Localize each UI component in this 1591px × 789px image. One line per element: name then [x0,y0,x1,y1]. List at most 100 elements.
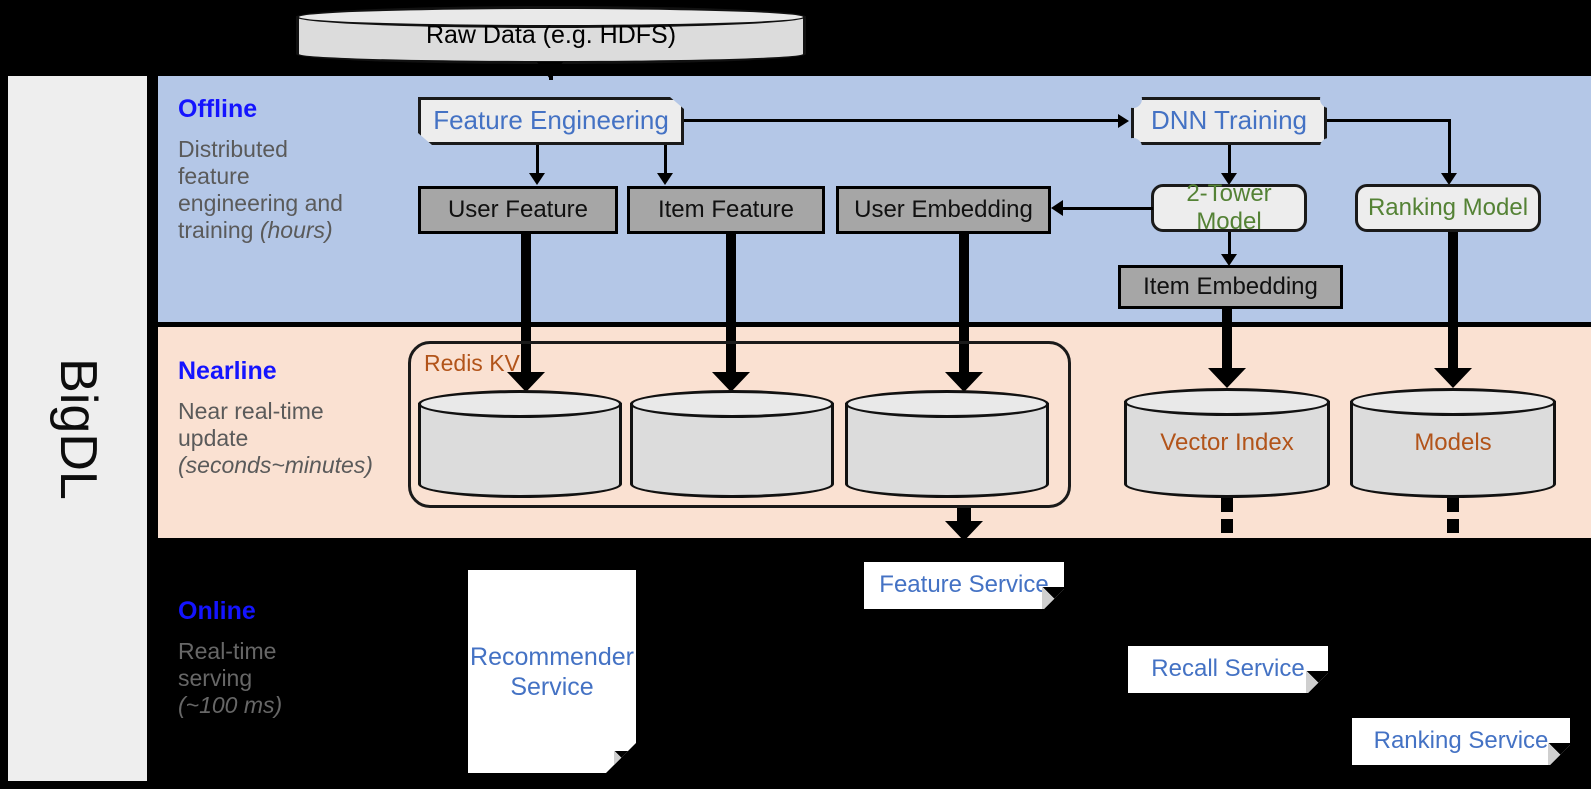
node-ranking-model[interactable]: Ranking Model [1355,184,1541,232]
stub-vector-index-2 [1221,519,1233,533]
arrowhead-fe-to-item-feature [657,173,673,185]
edge-dnn-to-two-tower [1228,145,1231,177]
arrowhead-dnn-to-two-tower [1221,173,1237,185]
offline-sub-l1: Distributed [178,135,288,162]
node-feature-engineering[interactable]: Feature Engineering [418,97,684,145]
vector-index-cylinder[interactable]: Vector Index [1124,388,1330,498]
node-label: DNN Training [1150,105,1308,136]
node-user-embedding[interactable]: User Embedding [836,186,1051,234]
note-label: Ranking Service [1373,727,1549,755]
note-recall-service[interactable]: Recall Service [1128,646,1328,693]
arrowhead-item-embedding-to-vector-index [1208,368,1246,388]
caption-online: Online Real-time serving (~100 ms) [178,597,282,719]
cylinder-top [630,390,834,418]
pipe-user-feature-to-kv [521,234,531,386]
stub-models-2 [1447,519,1459,533]
note-label: Feature Service [879,571,1049,599]
vector-index-label: Vector Index [1160,429,1294,456]
note-recommender-service[interactable]: Recommender Service [468,570,636,773]
nearline-sub-l1: Near real-time [178,397,324,424]
raw-data-label: Raw Data (e.g. HDFS) [425,20,677,49]
node-label: 2-Tower Model [1186,180,1272,235]
kv-store-cylinder-1[interactable] [418,390,622,498]
node-item-feature[interactable]: Item Feature [627,186,825,234]
cylinder-body [1124,401,1330,498]
stub-models-1 [1447,498,1459,512]
band-subtitle-offline: Distributed feature engineering and trai… [178,136,343,245]
bigdl-rail: BigDL [8,76,147,781]
bigdl-label: BigDL [48,357,107,500]
note-label: Recommender Service [470,642,634,701]
caption-offline: Offline Distributed feature engineering … [178,95,343,245]
node-item-embedding[interactable]: Item Embedding [1118,265,1343,309]
stub-vector-index-1 [1221,498,1233,512]
arrowhead-user-embedding-to-kv [945,372,983,392]
cylinder-top [418,390,622,418]
offline-sub-l3: engineering and [178,189,343,216]
nearline-sub-l2: update [178,424,249,451]
pipe-item-feature-to-kv [726,234,736,386]
caption-nearline: Nearline Near real-time update (seconds~… [178,357,373,479]
note-ranking-service[interactable]: Ranking Service [1352,718,1570,765]
cylinder-body [845,403,1049,498]
node-label: User Feature [447,196,589,224]
edge-fe-to-user-feature [536,145,539,177]
band-title-online: Online [178,597,256,625]
band-subtitle-online: Real-time serving (~100 ms) [178,638,282,719]
edge-fe-to-dnn [684,119,1120,122]
arrowhead-dnn-to-ranking [1441,173,1457,185]
kv-store-cylinder-3[interactable] [845,390,1049,498]
cylinder-top [845,390,1049,418]
kv-store-label-1 [418,390,622,498]
offline-sub-l4: training [178,216,260,243]
arrowhead-raw-to-fe [537,62,563,79]
arrowhead-fe-to-user-feature [529,173,545,185]
edge-dnn-to-ranking-v [1448,119,1451,177]
edge-dnn-to-ranking-h [1327,119,1451,122]
node-label: Feature Engineering [433,105,669,136]
models-label: Models [1414,429,1492,456]
redis-kv-label: Redis KV [424,350,520,376]
stub-redis-to-feature-service [957,508,971,523]
node-dnn-training[interactable]: DNN Training [1131,97,1327,145]
arrowhead-two-tower-to-user-embedding [1051,200,1063,216]
cylinder-top [296,6,806,28]
offline-sub-l2: feature [178,162,250,189]
band-subtitle-nearline: Near real-time update (seconds~minutes) [178,398,373,479]
pipe-user-embedding-to-kv [959,234,969,386]
arrowhead-fe-to-dnn [1118,114,1129,128]
node-label: Item Embedding [1143,273,1318,301]
cylinder-top [1124,388,1330,416]
node-two-tower-model[interactable]: 2-Tower Model [1151,180,1307,235]
pipe-item-embedding-to-vector-index [1222,309,1232,381]
pipe-ranking-model-to-models [1448,232,1458,381]
cylinder-body [1350,401,1556,498]
arrowhead-two-tower-to-item-embedding [1221,254,1237,266]
node-label: Item Feature [657,196,795,224]
arrowhead-redis-to-feature-service [945,521,983,541]
kv-store-cylinder-2[interactable] [630,390,834,498]
arrowhead-ranking-model-to-models [1434,368,1472,388]
note-label: Recall Service [1151,655,1305,683]
models-cylinder[interactable]: Models [1350,388,1556,498]
online-sub-l1: Real-time [178,637,277,664]
arrowhead-user-feature-to-kv [507,372,545,392]
offline-sub-l4-italic: (hours) [259,216,333,243]
edge-fe-to-item-feature [664,145,667,177]
online-sub-l3-italic: (~100 ms) [178,691,283,718]
node-label: Ranking Model [1367,194,1529,222]
band-title-nearline: Nearline [178,357,277,385]
arrowhead-item-feature-to-kv [712,372,750,392]
note-feature-service[interactable]: Feature Service [864,562,1064,609]
cylinder-body [630,403,834,498]
band-title-offline: Offline [178,95,258,123]
node-user-feature[interactable]: User Feature [418,186,618,234]
kv-store-label-2 [630,390,834,498]
cylinder-top [1350,388,1556,416]
redis-kv-group [408,341,1071,508]
raw-data-cylinder: Raw Data (e.g. HDFS) [296,6,806,64]
online-sub-l2: serving [178,664,253,691]
nearline-sub-l3-italic: (seconds~minutes) [178,451,373,478]
node-label: User Embedding [854,196,1033,224]
